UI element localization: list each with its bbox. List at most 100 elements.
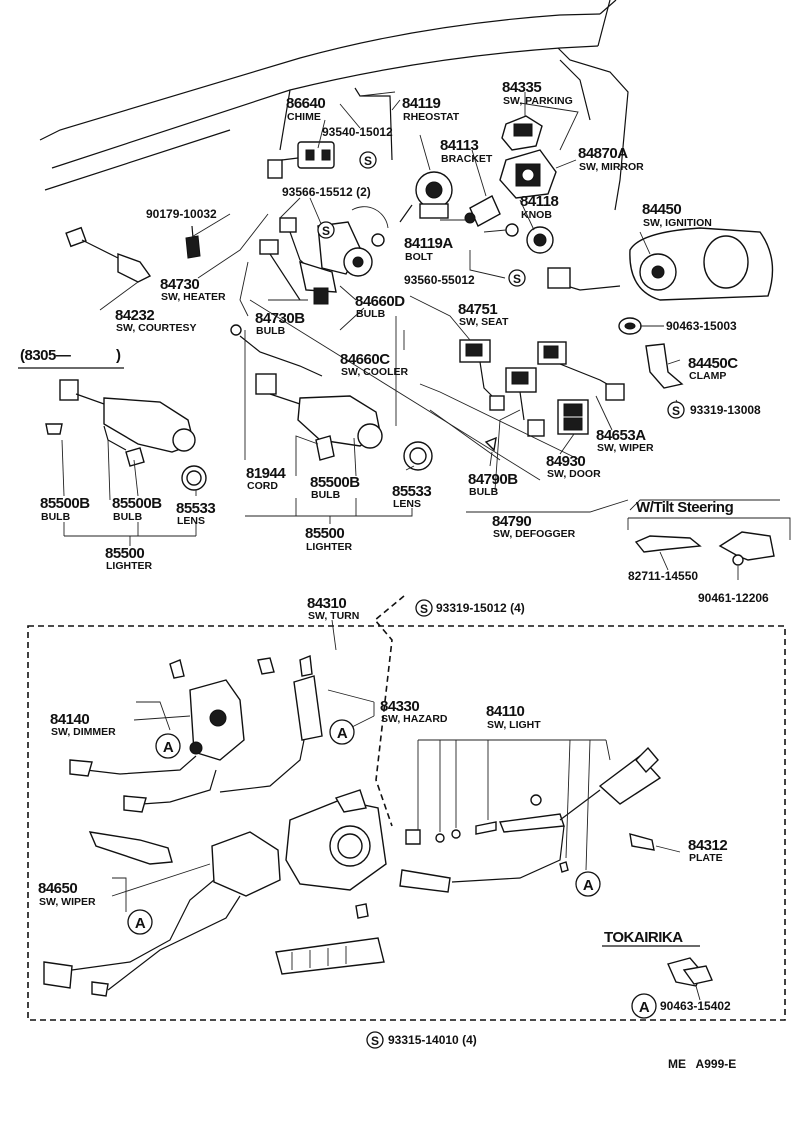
svg-text:S: S — [322, 224, 330, 238]
svg-text:RHEOSTAT: RHEOSTAT — [403, 111, 460, 123]
svg-text:84790: 84790 — [492, 513, 531, 530]
svg-text:A: A — [639, 999, 650, 1016]
svg-text:84330: 84330 — [380, 698, 419, 715]
bolt-part — [505, 223, 519, 237]
svg-text:84335: 84335 — [502, 79, 541, 96]
svg-text:SW, COURTESY: SW, COURTESY — [116, 322, 197, 334]
svg-text:SW, HEATER: SW, HEATER — [161, 291, 226, 303]
svg-text:BULB: BULB — [356, 308, 386, 320]
svg-text:85533: 85533 — [392, 483, 431, 500]
turn-switch-assembly-box — [27, 595, 786, 1021]
svg-text:90463-15003: 90463-15003 — [666, 319, 737, 333]
svg-text:CHIME: CHIME — [287, 111, 321, 123]
svg-text:BOLT: BOLT — [405, 251, 433, 263]
svg-text:SW, LIGHT: SW, LIGHT — [487, 719, 541, 731]
svg-text:84650: 84650 — [38, 880, 77, 897]
svg-text:84310: 84310 — [307, 595, 346, 612]
svg-text:SW, DIMMER: SW, DIMMER — [51, 726, 116, 738]
svg-text:85533: 85533 — [176, 500, 215, 517]
svg-text:A: A — [583, 877, 594, 894]
svg-text:82711-14550: 82711-14550 — [628, 569, 698, 583]
svg-text:SW, MIRROR: SW, MIRROR — [579, 161, 644, 173]
ignition-switch-part — [547, 227, 774, 301]
wiper-switch-part — [43, 831, 281, 997]
callout-93319-13008: 93319-13008 — [690, 403, 761, 417]
tilt-steering-note: W/Tilt Steering — [636, 499, 734, 516]
svg-text:84110: 84110 — [486, 703, 525, 720]
assembly-symbol: A — [127, 909, 153, 935]
tilt-steering-parts — [634, 531, 775, 566]
screw-symbol: S — [667, 401, 685, 419]
connector-part — [275, 937, 385, 975]
svg-text:93315-14010 (4): 93315-14010 (4) — [388, 1033, 477, 1047]
svg-text:A: A — [135, 915, 146, 932]
assembly-symbol: A — [631, 993, 657, 1019]
svg-text:84930: 84930 — [546, 453, 585, 470]
svg-text:84450C: 84450C — [688, 355, 738, 372]
callout-90463-15003: 90463-15003 — [666, 319, 737, 333]
knob-part — [526, 226, 554, 254]
svg-text:BULB: BULB — [256, 325, 286, 337]
svg-text:SW, WIPER: SW, WIPER — [39, 896, 96, 908]
svg-text:93566-15512 (2): 93566-15512 (2) — [282, 185, 371, 199]
svg-text:84312: 84312 — [688, 837, 727, 854]
svg-text:S: S — [672, 404, 680, 418]
light-switch-part — [399, 746, 662, 893]
svg-text:85500B: 85500B — [310, 474, 360, 491]
courtesy-switch-part — [65, 226, 152, 283]
svg-text:SW, WIPER: SW, WIPER — [597, 442, 654, 454]
svg-text:SW, IGNITION: SW, IGNITION — [643, 217, 712, 229]
dimmer-switch-part — [69, 657, 275, 813]
screw-symbol: S — [317, 221, 335, 239]
svg-text:S: S — [513, 272, 521, 286]
svg-text:SW, DEFOGGER: SW, DEFOGGER — [493, 528, 576, 540]
turn-switch-body-part — [285, 789, 387, 919]
svg-text:93560-55012: 93560-55012 — [404, 273, 475, 287]
svg-text:84450: 84450 — [642, 201, 681, 218]
seat-switches-part — [459, 339, 625, 437]
chime-part — [267, 141, 335, 179]
svg-text:85500: 85500 — [305, 525, 344, 542]
svg-text:SW, DOOR: SW, DOOR — [547, 468, 601, 480]
svg-text:90179-10032: 90179-10032 — [146, 207, 217, 221]
svg-text:84140: 84140 — [50, 711, 89, 728]
svg-text:93540-15012: 93540-15012 — [322, 125, 393, 139]
svg-text:90461-12206: 90461-12206 — [698, 591, 769, 605]
svg-text:84118: 84118 — [520, 193, 559, 210]
svg-text:LENS: LENS — [177, 515, 205, 527]
svg-text:84119: 84119 — [402, 95, 441, 112]
svg-text:CORD: CORD — [247, 480, 278, 492]
leader-lines-upper — [61, 92, 791, 580]
svg-text:81944: 81944 — [246, 465, 286, 482]
mirror-switch-part — [499, 149, 557, 199]
svg-text:LIGHTER: LIGHTER — [306, 541, 352, 553]
svg-text:93319-13008: 93319-13008 — [690, 403, 761, 417]
screw-symbol: S — [366, 1031, 384, 1049]
clamp-lower-part — [667, 957, 713, 987]
svg-text:BRACKET: BRACKET — [441, 153, 493, 165]
svg-text:85500B: 85500B — [112, 495, 162, 512]
svg-text:S: S — [420, 602, 428, 616]
assembly-symbol: A — [575, 871, 601, 897]
svg-text:BULB: BULB — [113, 511, 143, 523]
assembly-symbol: A — [329, 719, 355, 745]
svg-text:84660C: 84660C — [340, 351, 390, 368]
svg-text:S: S — [371, 1034, 379, 1048]
